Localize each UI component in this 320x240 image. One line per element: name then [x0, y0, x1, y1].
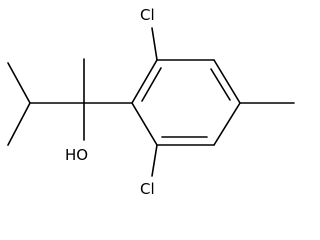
- bond-isopropyl-methyl-bottom: [7, 102, 31, 146]
- aliphatic-bonds: [7, 58, 133, 146]
- chemical-structure: Cl Cl HO: [7, 6, 295, 198]
- ring-double-bond-a: [141, 67, 162, 102]
- chlorine-label-top: Cl: [140, 6, 155, 24]
- ring-bond-6: [131, 102, 158, 146]
- benzene-ring: [131, 59, 241, 146]
- ring-substituent-bonds: [151, 27, 295, 177]
- bond-methyl-isopropyl-top: [7, 62, 31, 104]
- bond-ring-cl-top: [151, 27, 158, 61]
- ring-bond-3: [213, 59, 241, 104]
- chlorine-label-bottom: Cl: [140, 180, 155, 198]
- ring-bond-1: [131, 59, 158, 104]
- ring-bond-4: [213, 102, 241, 146]
- hydroxyl-label: HO: [65, 146, 88, 164]
- bond-ring-cl-bottom: [151, 144, 158, 177]
- ring-double-bond-b: [210, 68, 231, 101]
